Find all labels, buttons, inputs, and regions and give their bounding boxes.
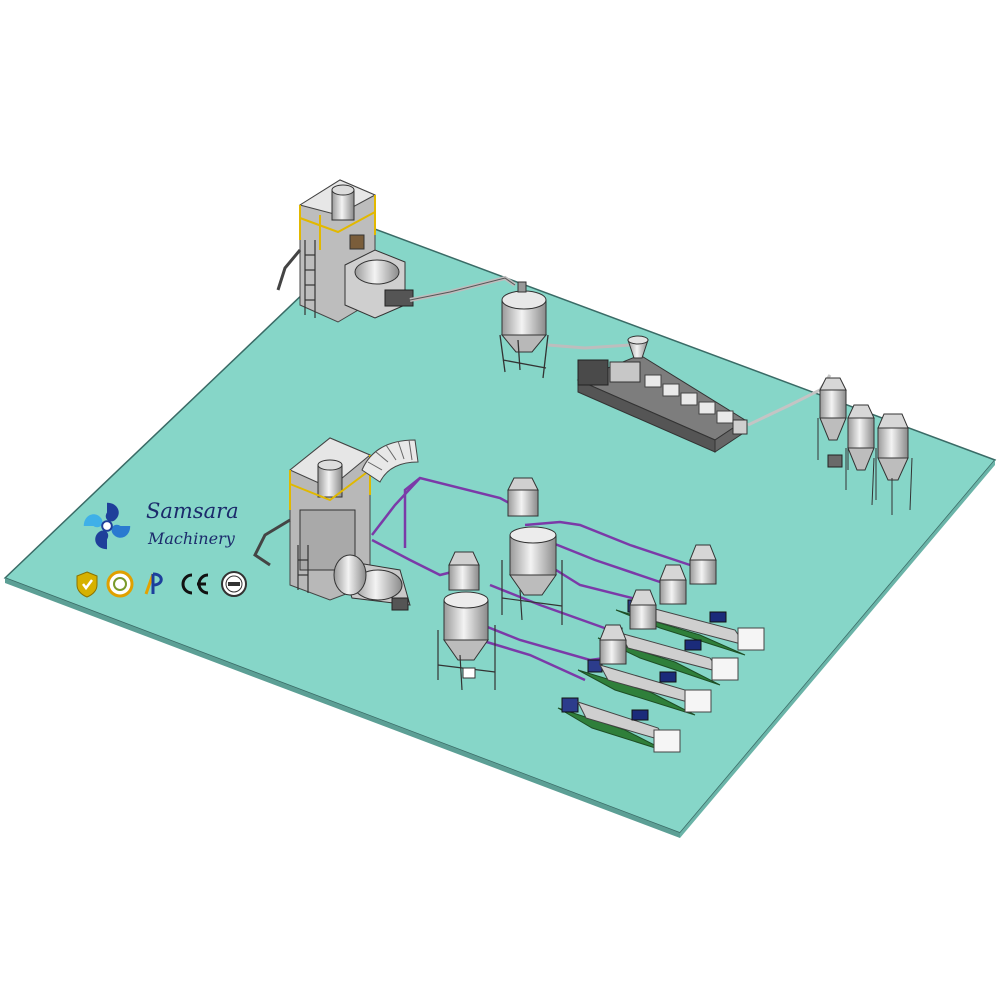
extruder-line-4 [557,624,681,753]
dosing-silo-center [501,477,563,625]
p-mark-icon [144,572,163,595]
mixer-tower-top [276,179,414,323]
brand-subtitle: Machinery [148,529,235,548]
twin-screw-extruder [576,335,748,453]
brand-block: Samsara Machinery [76,497,266,557]
certification-marks [74,570,264,602]
curved-roller-conveyor [361,439,419,483]
extruder-line-2 [597,564,739,686]
floor-plate-edge-right [680,460,995,838]
floor-plate-edge [5,578,680,838]
ce-mark-icon [181,573,209,595]
quality-shield-icon [76,571,98,598]
silo-group-right [817,377,913,515]
conveyor-pipe-2 [547,343,631,350]
dosing-silo-left [437,551,496,691]
brand-name: Samsara [146,499,239,523]
storage-hopper [499,281,549,379]
iso-9001-seal-icon [221,571,247,597]
sgs-seal-icon [106,570,134,598]
mixer-tower-bottom [253,437,411,611]
extruder-line-3 [577,589,712,716]
samsara-swirl-logo-icon [83,502,131,550]
